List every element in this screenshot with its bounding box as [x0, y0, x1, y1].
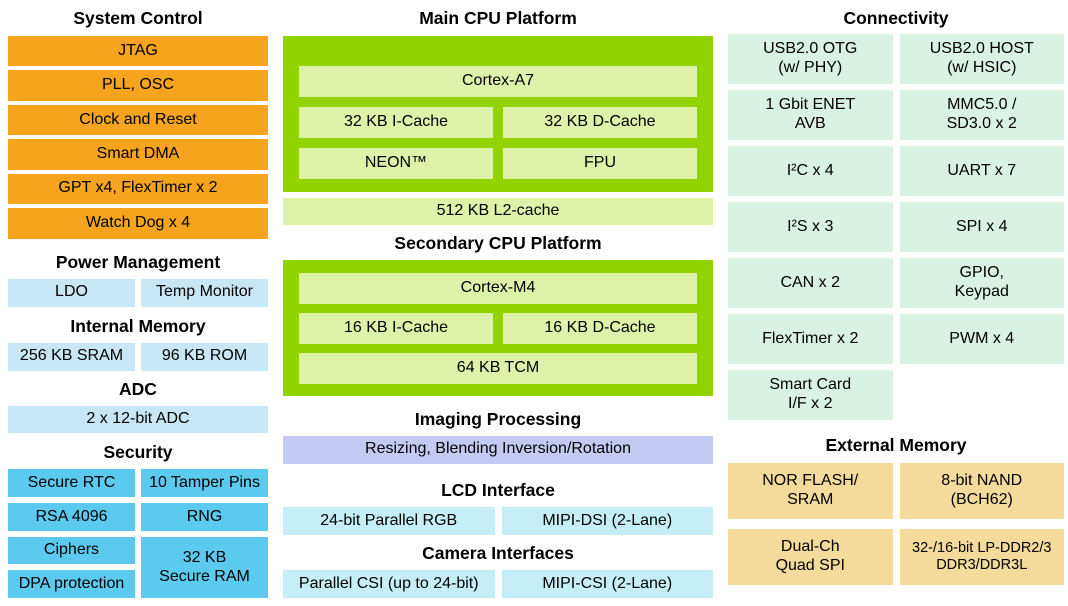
block-usb-host: USB2.0 HOST (w/ HSIC): [899, 34, 1064, 84]
security-title: Security: [103, 442, 173, 463]
power-management-row: LDO Temp Monitor: [8, 278, 268, 307]
block-secure-ram: 32 KB Secure RAM: [141, 537, 268, 599]
block-usb-otg: USB2.0 OTG (w/ PHY): [728, 34, 893, 84]
connectivity-title: Connectivity: [843, 8, 949, 28]
block-spi: SPI x 4: [899, 202, 1064, 252]
block-parallel-rgb: 24-bit Parallel RGB: [283, 507, 495, 535]
block-enet: 1 Gbit ENET AVB: [728, 90, 893, 140]
internal-memory-row: 256 KB SRAM 96 KB ROM: [8, 342, 268, 371]
external-memory-title: External Memory: [825, 435, 967, 455]
block-pwm: PWM x 4: [899, 314, 1064, 364]
block-clock-reset: Clock and Reset: [8, 104, 268, 136]
block-rng: RNG: [141, 503, 268, 532]
external-memory-grid: NOR FLASH/ SRAM 8-bit NAND (BCH62) Dual-…: [728, 463, 1064, 585]
block-cortex-m4: Cortex-M4: [299, 272, 697, 304]
connectivity-grid: USB2.0 OTG (w/ PHY) USB2.0 HOST (w/ HSIC…: [728, 34, 1064, 420]
adc-title: ADC: [119, 378, 157, 399]
block-m4-dcache: 16 KB D-Cache: [503, 312, 697, 344]
block-neon: NEON™: [299, 148, 493, 179]
block-a7-dcache: 32 KB D-Cache: [503, 107, 697, 138]
block-ciphers: Ciphers: [8, 537, 135, 565]
block-can: CAN x 2: [728, 258, 893, 308]
main-cpu-container: Cortex-A7 32 KB I-Cache 32 KB D-Cache NE…: [283, 36, 713, 192]
block-temp-monitor: Temp Monitor: [141, 278, 268, 307]
block-uart: UART x 7: [899, 146, 1064, 196]
block-mmc-sd: MMC5.0 / SD3.0 x 2: [899, 90, 1064, 140]
block-adc: 2 x 12-bit ADC: [8, 405, 268, 434]
block-i2s: I²S x 3: [728, 202, 893, 252]
block-tamper-pins: 10 Tamper Pins: [141, 469, 268, 498]
camera-title: Camera Interfaces: [422, 543, 574, 563]
power-management-title: Power Management: [55, 251, 221, 272]
block-secure-rtc: Secure RTC: [8, 469, 135, 498]
block-nand: 8-bit NAND (BCH62): [899, 463, 1064, 519]
imaging-title: Imaging Processing: [414, 408, 582, 429]
lcd-title: LCD Interface: [441, 480, 555, 500]
block-lpddr: 32-/16-bit LP-DDR2/3 DDR3/DDR3L: [899, 529, 1064, 585]
block-mipi-dsi: MIPI-DSI (2-Lane): [501, 507, 713, 535]
block-dpa-protection: DPA protection: [8, 570, 135, 599]
right-column: Connectivity USB2.0 OTG (w/ PHY) USB2.0 …: [728, 6, 1064, 598]
block-cortex-a7: Cortex-A7: [299, 66, 697, 97]
block-ldo: LDO: [8, 278, 135, 307]
empty-cell: [900, 370, 1065, 420]
block-rom: 96 KB ROM: [141, 342, 268, 371]
block-fpu: FPU: [503, 148, 697, 179]
middle-column: Main CPU Platform Cortex-A7 32 KB I-Cach…: [283, 6, 713, 598]
internal-memory-title: Internal Memory: [70, 315, 206, 336]
block-parallel-csi: Parallel CSI (up to 24-bit): [283, 570, 495, 598]
block-gpt-flextimer: GPT x4, FlexTimer x 2: [8, 173, 268, 205]
block-watchdog: Watch Dog x 4: [8, 208, 268, 239]
security-grid: Secure RTC 10 Tamper Pins RSA 4096 RNG C…: [8, 469, 268, 599]
secondary-cpu-title: Secondary CPU Platform: [394, 232, 602, 253]
block-smart-card: Smart Card I/F x 2: [728, 370, 893, 420]
block-quad-spi: Dual-Ch Quad SPI: [728, 529, 893, 585]
block-gpio-keypad: GPIO, Keypad: [899, 258, 1064, 308]
block-imaging: Resizing, Blending Inversion/Rotation: [283, 435, 713, 464]
block-i2c: I²C x 4: [728, 146, 893, 196]
block-m4-icache: 16 KB I-Cache: [299, 312, 493, 344]
block-mipi-csi: MIPI-CSI (2-Lane): [501, 570, 713, 598]
system-control-title: System Control: [73, 8, 203, 28]
block-tcm: 64 KB TCM: [299, 352, 697, 384]
block-jtag: JTAG: [8, 36, 268, 67]
block-nor-flash: NOR FLASH/ SRAM: [728, 463, 893, 519]
left-column: System Control JTAG PLL, OSC Clock and R…: [8, 6, 268, 599]
block-l2-cache: 512 KB L2-cache: [283, 198, 713, 225]
secondary-cpu-container: Cortex-M4 16 KB I-Cache 16 KB D-Cache 64…: [283, 259, 713, 396]
block-sram: 256 KB SRAM: [8, 342, 135, 371]
block-pll-osc: PLL, OSC: [8, 70, 268, 101]
block-flextimer: FlexTimer x 2: [728, 314, 893, 364]
block-a7-icache: 32 KB I-Cache: [299, 107, 493, 138]
block-rsa: RSA 4096: [8, 503, 135, 532]
main-cpu-title: Main CPU Platform: [419, 8, 577, 28]
block-smart-dma: Smart DMA: [8, 139, 268, 170]
